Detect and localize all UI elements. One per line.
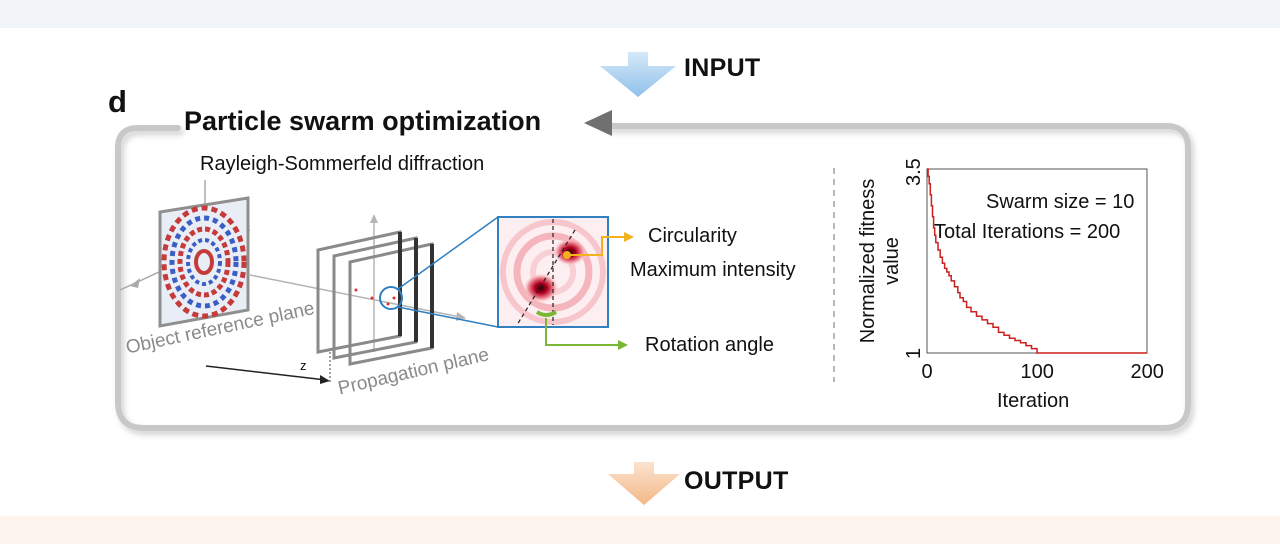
zoom-lens-circle [379, 286, 403, 310]
panel-letter: d [108, 84, 127, 119]
panel-title: Particle swarm optimization [184, 106, 542, 136]
object-reference-plane [119, 180, 251, 328]
chart-y-axis-label: Normalized fitness value [857, 178, 903, 344]
feedback-arrow-head [584, 110, 612, 136]
chart-x-axis-label: Iteration [997, 390, 1070, 412]
x-tick-label: 200 [1130, 361, 1164, 383]
intensity-zoom-box [497, 216, 609, 328]
circularity-label: Circularity [648, 225, 737, 247]
y-tick-label: 3.5 [903, 157, 925, 186]
top-band [0, 0, 1280, 28]
x-tick-label: 100 [1020, 361, 1054, 383]
diffraction-subtitle: Rayleigh-Sommerfeld diffraction [200, 153, 485, 175]
panel-frame [115, 123, 1191, 431]
input-label: INPUT [684, 54, 761, 82]
output-label: OUTPUT [684, 467, 789, 495]
output-arrow [608, 462, 680, 505]
z-arrow [205, 365, 327, 381]
z-label: z [300, 358, 307, 373]
rotation-angle-label: Rotation angle [645, 334, 774, 356]
chart-annotation-swarm-size: Swarm size = 10 [986, 191, 1135, 213]
rotation-angle-connector [545, 318, 620, 346]
series-line [927, 168, 1147, 354]
bottom-band [0, 516, 1280, 544]
chart-annotation-total-iterations: Total Iterations = 200 [934, 221, 1121, 243]
y-tick-label: 1 [903, 347, 925, 359]
circularity-connector [567, 236, 626, 256]
x-tick-label: 0 [921, 361, 933, 383]
fitness-chart [926, 168, 1148, 354]
input-arrow [600, 52, 676, 97]
max-intensity-label: Maximum intensity [630, 259, 796, 281]
propagation-planes [249, 214, 466, 366]
